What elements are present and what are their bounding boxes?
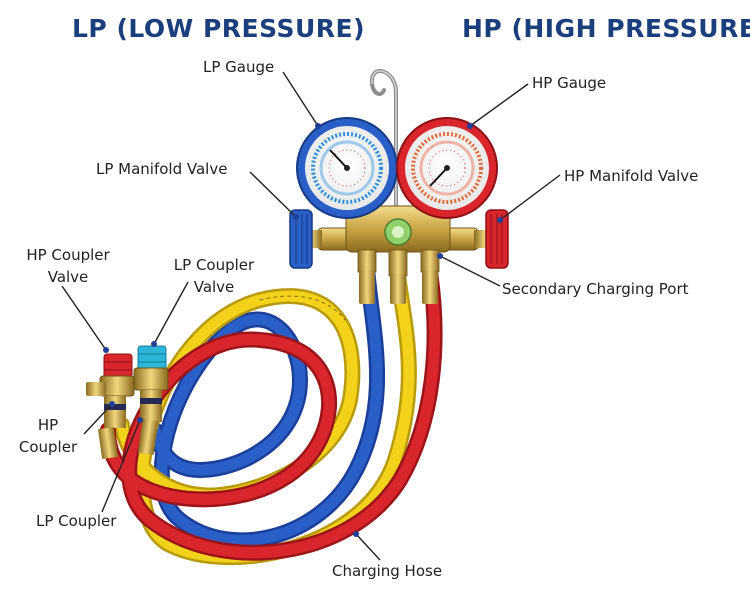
label-lp-manifold-valve: LP Manifold Valve (96, 160, 228, 178)
blue-hose (147, 260, 386, 549)
lp-coupler-assembly (133, 345, 169, 455)
leader-secondary-charging-port (439, 255, 501, 287)
label-hp-gauge: HP Gauge (532, 74, 607, 92)
red-hose (100, 264, 443, 561)
label-hp-coupler-valve: HP Coupler Valve (18, 244, 118, 288)
leader-lp-gauge (282, 71, 319, 127)
leader-dots (103, 123, 503, 537)
label-hp-manifold-valve: HP Manifold Valve (564, 167, 699, 185)
leader-hp-manifold-valve (499, 174, 561, 221)
label-hp-coupler-line2: Coupler (18, 438, 78, 456)
hp-gauge (396, 117, 498, 219)
lp-manifold-valve-knob (289, 209, 322, 269)
label-hp-coupler-line1: HP (37, 416, 59, 434)
label-charging-hose: Charging Hose (332, 562, 443, 580)
label-hp-coupler-valve-line1: HP Coupler (26, 246, 110, 264)
lp-gauge (296, 117, 398, 219)
leader-hp-coupler (83, 403, 113, 435)
leader-charging-hose (355, 533, 381, 561)
label-lp-coupler-valve-line2: Valve (193, 278, 235, 296)
label-hp-coupler-valve-line2: Valve (47, 268, 89, 286)
leader-lp-coupler (101, 419, 141, 513)
label-lp-coupler-valve-line1: LP Coupler (173, 256, 255, 274)
label-lp-coupler-valve: LP Coupler Valve (166, 254, 262, 298)
label-lp-coupler: LP Coupler (36, 512, 117, 530)
label-lp-gauge: LP Gauge (203, 58, 275, 76)
leader-lp-manifold-valve (249, 171, 297, 218)
hp-manifold-valve-knob (474, 209, 509, 269)
leader-lines (61, 71, 561, 561)
leader-hp-coupler-valve (61, 285, 107, 351)
label-secondary-charging-port: Secondary Charging Port (502, 280, 689, 298)
hp-heading: HP (HIGH PRESSURE) (462, 14, 750, 43)
manifold-body (317, 190, 479, 304)
leader-lp-coupler-valve (153, 281, 189, 345)
lp-heading: LP (LOW PRESSURE) (72, 14, 366, 43)
label-hp-coupler: HP Coupler (12, 414, 84, 458)
leader-hp-gauge (469, 83, 529, 127)
